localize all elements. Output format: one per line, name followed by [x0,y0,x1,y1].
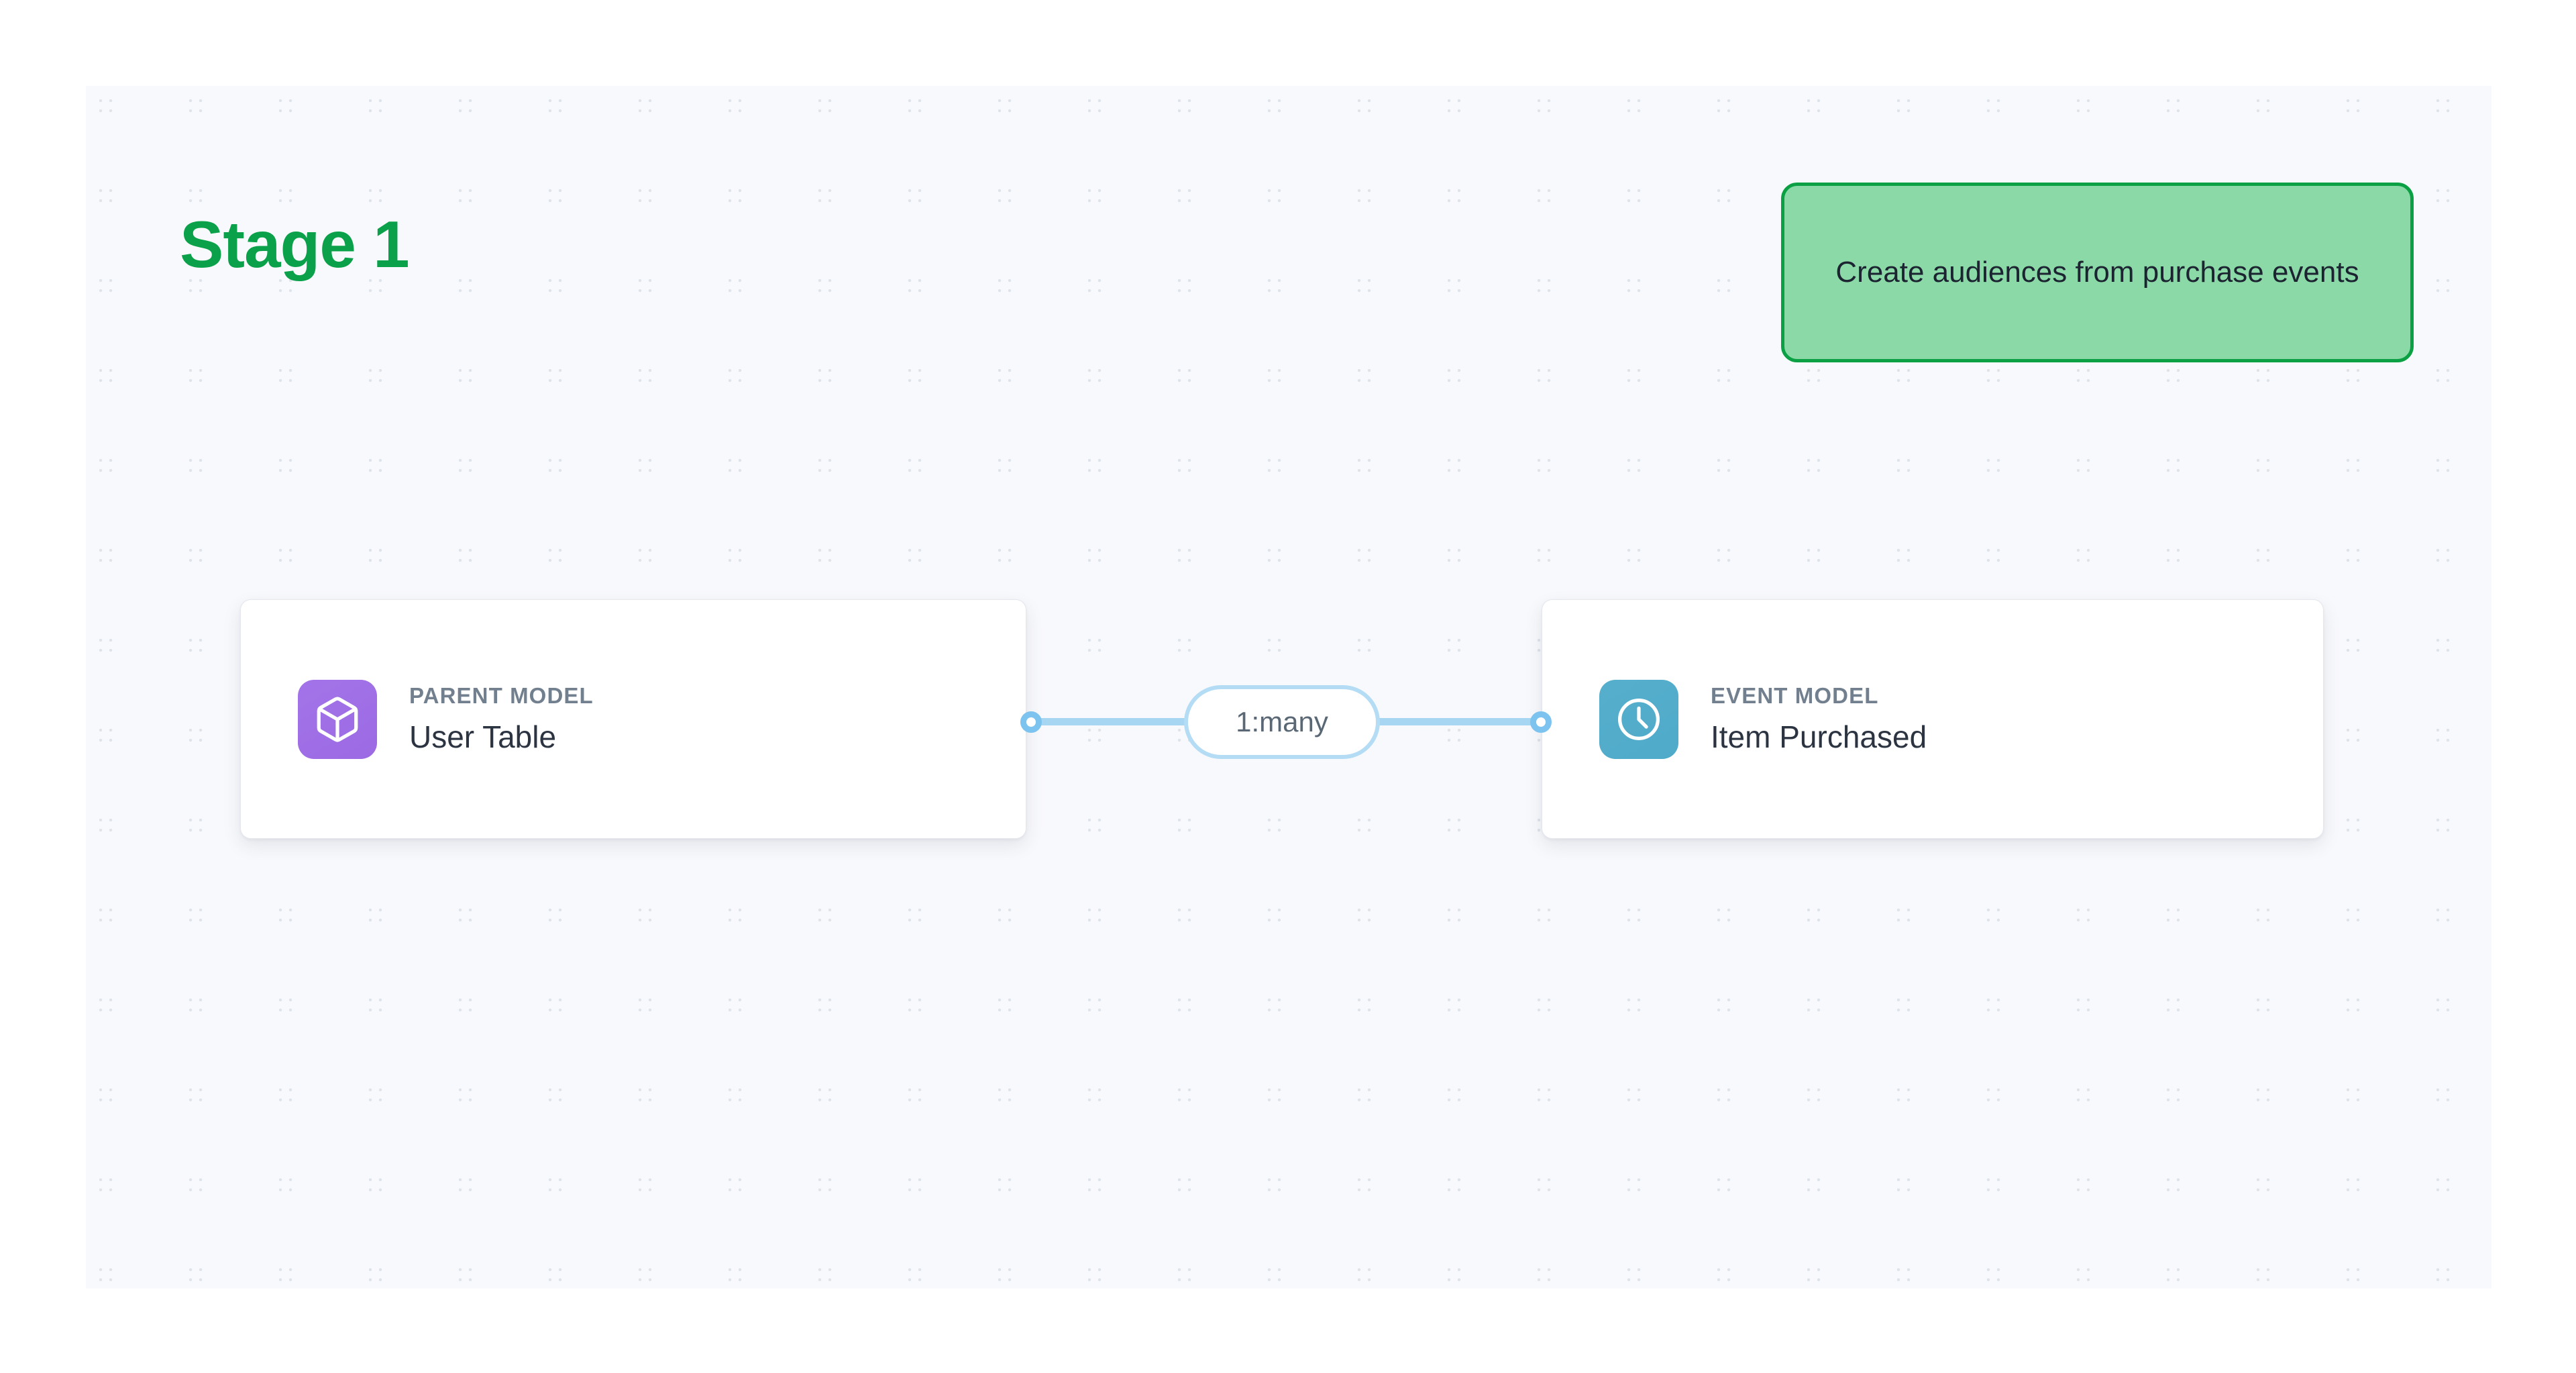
connector-edge-left [1031,718,1192,725]
node-card-event-model[interactable]: EVENT MODEL Item Purchased [1542,599,2324,839]
node-card-text: EVENT MODEL Item Purchased [1711,684,1927,754]
connector-edge-right [1374,718,1543,725]
relationship-pill[interactable]: 1:many [1184,685,1380,759]
annotation-text: Create audiences from purchase events [1835,255,2359,289]
node-title-label: Item Purchased [1711,719,1927,754]
clock-icon [1599,679,1678,759]
page-title: Stage 1 [180,207,410,281]
annotation-callout: Create audiences from purchase events [1781,183,2414,362]
relationship-label: 1:many [1236,706,1328,738]
connector-handle-source[interactable] [1020,711,1042,733]
node-title-label: User Table [409,719,557,754]
node-kicker-label: PARENT MODEL [409,682,594,708]
node-card-parent-model[interactable]: PARENT MODEL User Table [240,599,1026,839]
node-card-text: PARENT MODEL User Table [409,684,594,754]
cube-icon [298,679,377,759]
node-kicker-label: EVENT MODEL [1711,682,1879,708]
connector-handle-target[interactable] [1530,711,1552,733]
